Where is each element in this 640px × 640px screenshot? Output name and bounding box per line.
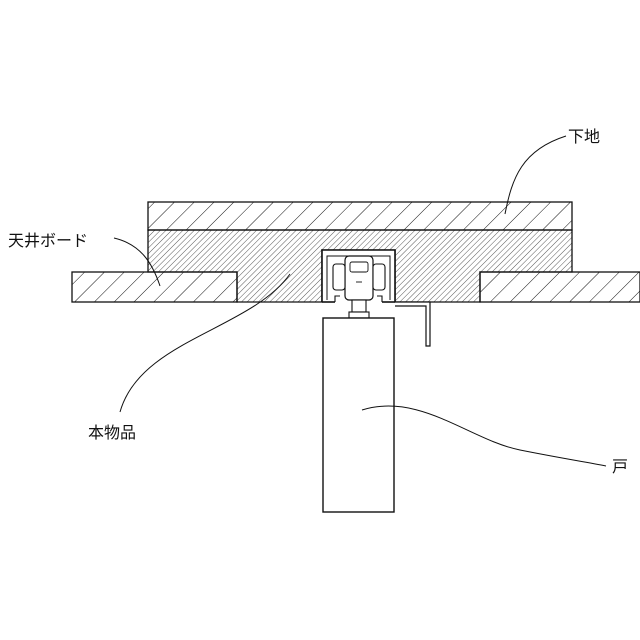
door-panel xyxy=(323,318,394,512)
label-product: 本物品 xyxy=(88,423,136,442)
leader-door xyxy=(362,406,606,466)
ceiling-board-right xyxy=(480,272,640,302)
substrate-layer xyxy=(148,202,572,230)
label-door: 戸 xyxy=(612,457,628,476)
roller-carriage xyxy=(333,256,385,318)
ceiling-board-left xyxy=(72,272,237,302)
label-substrate: 下地 xyxy=(568,127,600,146)
door-stop-bracket xyxy=(395,302,430,346)
label-ceiling-board: 天井ボード xyxy=(8,231,88,250)
